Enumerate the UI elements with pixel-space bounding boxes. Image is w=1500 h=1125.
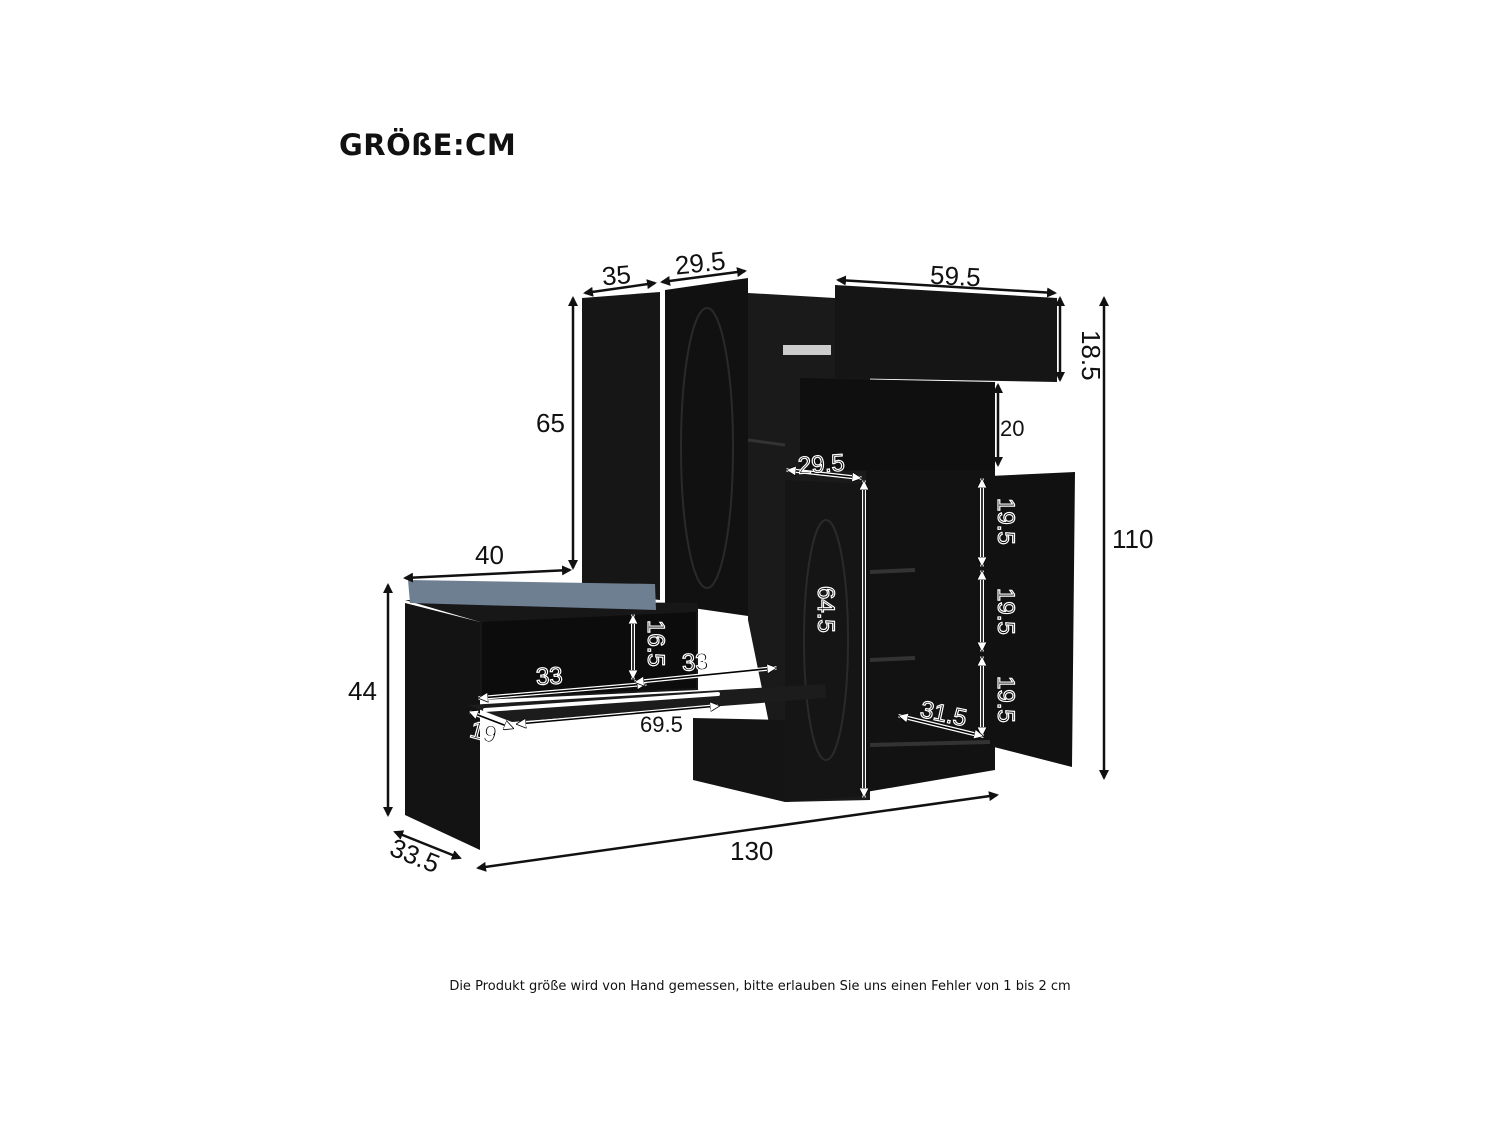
door-oval-decoration [680, 307, 734, 589]
label-tall-cabinet-height: 65 [536, 408, 565, 438]
label-total-height: 110 [1112, 524, 1153, 554]
label-bench-flap-depth: 19 [467, 716, 500, 749]
drawer-slide [783, 345, 831, 355]
lower-right-door [990, 472, 1075, 767]
label-shelf-1-height: 19.5 [992, 498, 1019, 545]
lower-cabinet [866, 470, 995, 792]
inner-dimension-lines [470, 470, 982, 798]
label-lower-door-width: 29.5 [797, 450, 845, 480]
label-bench-flap-width: 69.5 [640, 712, 683, 737]
label-bench-height: 44 [348, 676, 377, 706]
upper-open-cubby [800, 378, 995, 472]
bench-base-box [693, 718, 785, 802]
label-bench-inner-height: 16.5 [642, 620, 669, 667]
furniture-illustration [405, 278, 1075, 850]
lower-left-door [785, 480, 866, 802]
label-drawer-height: 18.5 [1076, 330, 1106, 381]
label-drawer-width: 59.5 [929, 260, 981, 293]
drawer [835, 285, 1057, 382]
dimension-lines [383, 267, 1109, 872]
label-shelf-2-height: 19.5 [992, 588, 1019, 635]
label-bench-top-width: 40 [475, 540, 504, 570]
size-title: GRÖßE:CM [339, 128, 517, 162]
measurement-note: Die Produkt größe wird von Hand gemessen… [449, 979, 1071, 994]
label-shelf-3-height: 19.5 [992, 676, 1019, 723]
label-bench-compartment-right: 33 [681, 648, 709, 676]
tall-cabinet-door [665, 278, 748, 616]
label-open-shelf-height: 20 [1000, 416, 1024, 441]
label-tall-door-width: 29.5 [673, 245, 726, 280]
label-tall-cabinet-depth: 35 [601, 259, 632, 291]
bench-leg [405, 603, 480, 850]
label-bench-compartment-left: 33 [535, 662, 563, 690]
label-total-depth: 33.5 [386, 832, 444, 879]
seat-cushion [408, 580, 656, 610]
label-total-width: 130 [730, 836, 773, 866]
label-lower-cabinet-height: 64.5 [812, 586, 839, 633]
tall-cabinet [582, 292, 660, 600]
